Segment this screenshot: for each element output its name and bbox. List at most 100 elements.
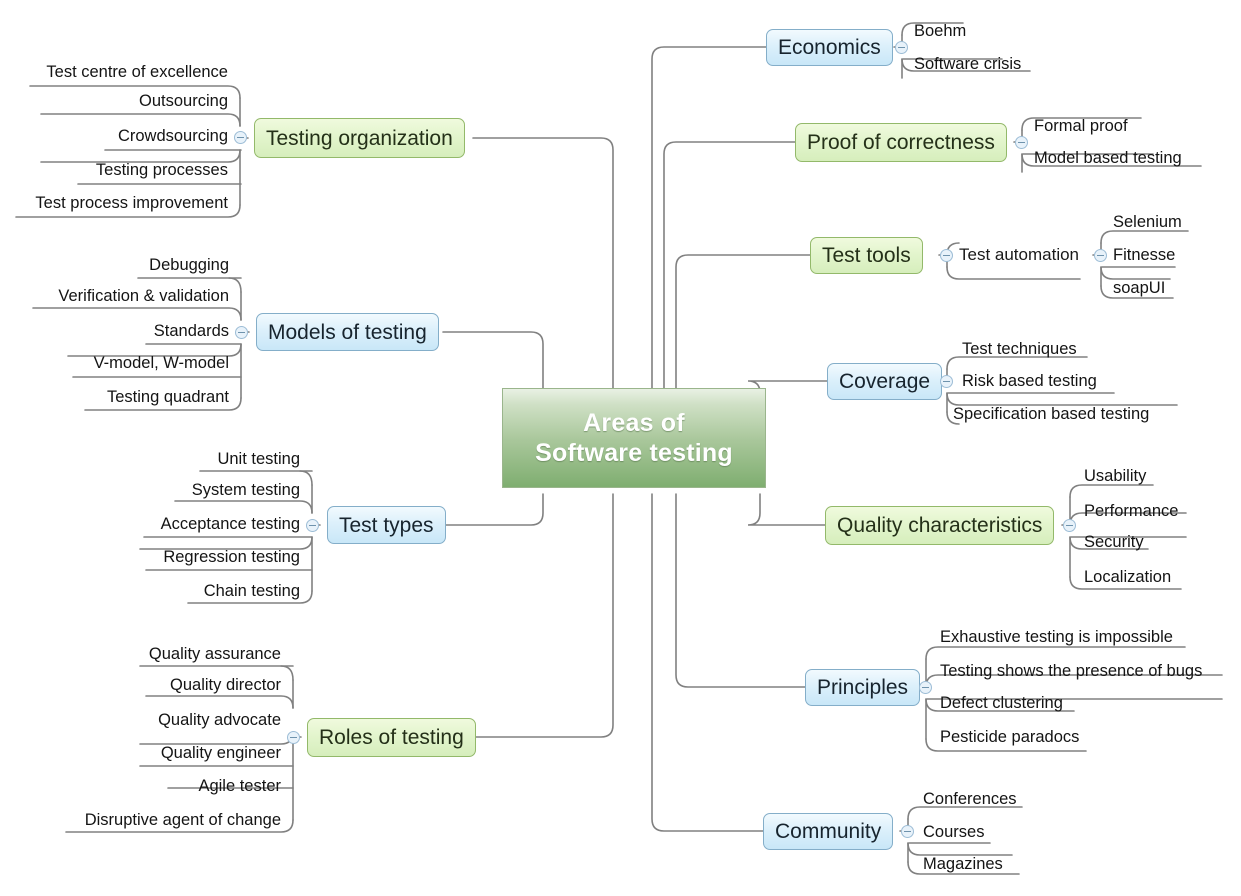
leaf-node[interactable]: Conferences: [923, 791, 1017, 808]
branch-coverage[interactable]: Coverage: [827, 363, 943, 400]
leaf-node[interactable]: Disruptive agent of change: [66, 812, 281, 829]
leaf-label: Regression testing: [163, 548, 300, 566]
leaf-node[interactable]: Model based testing: [1034, 150, 1182, 167]
leaf-node[interactable]: Formal proof: [1034, 118, 1128, 135]
branch-principles[interactable]: Principles: [805, 669, 921, 706]
branch-label: Roles of testing: [319, 726, 464, 749]
leaf-node[interactable]: Quality engineer: [140, 745, 281, 762]
toggle-test-automation[interactable]: [1094, 249, 1107, 262]
leaf-node[interactable]: Outsourcing: [41, 93, 228, 110]
leaf-label: Chain testing: [203, 582, 300, 600]
leaf-node[interactable]: Crowdsourcing: [41, 128, 228, 145]
branch-label: Principles: [817, 676, 909, 699]
leaf-label: Testing processes: [95, 161, 228, 179]
toggle-proof-of-correctness[interactable]: [1015, 136, 1028, 149]
leaf-node[interactable]: Magazines: [923, 856, 1003, 873]
leaf-label: Debugging: [149, 256, 229, 274]
leaf-label: Selenium: [1113, 213, 1182, 231]
leaf-label: System testing: [191, 481, 300, 499]
leaf-node[interactable]: Courses: [923, 824, 984, 841]
branch-testing-organization[interactable]: Testing organization: [254, 118, 465, 158]
branch-proof-of-correctness[interactable]: Proof of correctness: [795, 123, 1007, 162]
branch-models-of-testing[interactable]: Models of testing: [256, 313, 439, 351]
leaf-node[interactable]: Specification based testing: [953, 406, 1149, 423]
leaf-node[interactable]: Pesticide paradocs: [940, 729, 1079, 746]
leaf-node[interactable]: Defect clustering: [940, 695, 1063, 712]
subnode-test-automation[interactable]: Test automation: [959, 246, 1079, 263]
leaf-node[interactable]: Regression testing: [140, 549, 300, 566]
leaf-label: Risk based testing: [962, 372, 1097, 390]
leaf-node[interactable]: Boehm: [914, 23, 966, 40]
branch-test-types[interactable]: Test types: [327, 506, 446, 544]
leaf-label: Unit testing: [217, 450, 300, 468]
leaf-node[interactable]: Quality director: [146, 677, 281, 694]
branch-community[interactable]: Community: [763, 813, 894, 850]
leaf-label: Localization: [1084, 568, 1172, 586]
leaf-node[interactable]: Test process improvement: [16, 195, 228, 212]
leaf-node[interactable]: Testing processes: [41, 162, 228, 179]
toggle-testing-organization[interactable]: [234, 131, 247, 144]
leaf-node[interactable]: Agile tester: [168, 778, 281, 795]
leaf-node[interactable]: Test centre of excellence: [30, 64, 228, 81]
root-node[interactable]: Areas of Software testing: [502, 388, 766, 488]
leaf-node[interactable]: Performance: [1084, 503, 1178, 520]
leaf-node[interactable]: soapUI: [1113, 280, 1165, 297]
leaf-node[interactable]: Acceptance testing: [140, 516, 300, 533]
leaf-label: Outsourcing: [139, 92, 228, 110]
branch-economics[interactable]: Economics: [766, 29, 893, 66]
leaf-label: Quality advocate: [158, 711, 281, 729]
leaf-label: Courses: [923, 823, 985, 841]
leaf-label: Defect clustering: [940, 694, 1063, 712]
leaf-node[interactable]: Testing quadrant: [85, 389, 229, 406]
leaf-node[interactable]: Chain testing: [188, 583, 300, 600]
branch-quality-characteristics[interactable]: Quality characteristics: [825, 506, 1055, 545]
leaf-label: Usability: [1084, 467, 1147, 485]
toggle-test-types[interactable]: [306, 519, 319, 532]
leaf-node[interactable]: Standards: [68, 323, 229, 340]
branch-label: Testing organization: [266, 126, 453, 150]
leaf-node[interactable]: V-model, W-model: [68, 355, 229, 372]
leaf-label: Specification based testing: [953, 405, 1150, 423]
leaf-node[interactable]: Quality advocate: [140, 712, 281, 729]
branch-label: Proof of correctness: [807, 131, 995, 154]
toggle-quality-characteristics[interactable]: [1063, 519, 1076, 532]
root-title-line1: Areas of: [583, 408, 685, 437]
branch-roles-of-testing[interactable]: Roles of testing: [307, 718, 476, 757]
leaf-node[interactable]: Debugging: [110, 257, 229, 274]
leaf-label: Test techniques: [962, 340, 1077, 358]
leaf-label: Security: [1084, 533, 1144, 551]
leaf-node[interactable]: Risk based testing: [962, 373, 1097, 390]
leaf-node[interactable]: Selenium: [1113, 214, 1182, 231]
leaf-node[interactable]: Fitnesse: [1113, 247, 1175, 264]
leaf-node[interactable]: Unit testing: [175, 451, 300, 468]
leaf-node[interactable]: Quality assurance: [140, 646, 281, 663]
toggle-economics[interactable]: [895, 41, 908, 54]
toggle-principles[interactable]: [919, 681, 932, 694]
leaf-node[interactable]: Testing shows the presence of bugs: [940, 663, 1202, 680]
root-title-line2: Software testing: [535, 439, 733, 467]
toggle-coverage[interactable]: [940, 375, 953, 388]
leaf-label: Testing shows the presence of bugs: [940, 662, 1203, 680]
leaf-label: Conferences: [923, 790, 1017, 808]
leaf-label: Pesticide paradocs: [940, 728, 1080, 746]
leaf-node[interactable]: Verification & validation: [33, 288, 229, 305]
leaf-label: Fitnesse: [1113, 246, 1176, 264]
leaf-node[interactable]: Usability: [1084, 468, 1146, 485]
leaf-node[interactable]: Software crisis: [914, 56, 1021, 73]
leaf-node[interactable]: System testing: [140, 482, 300, 499]
toggle-community[interactable]: [901, 825, 914, 838]
leaf-node[interactable]: Localization: [1084, 569, 1171, 586]
toggle-models-of-testing[interactable]: [235, 326, 248, 339]
toggle-roles-of-testing[interactable]: [287, 731, 300, 744]
leaf-label: Acceptance testing: [160, 515, 300, 533]
leaf-label: Agile tester: [198, 777, 281, 795]
leaf-label: Boehm: [914, 22, 967, 40]
leaf-label: Test centre of excellence: [46, 63, 228, 81]
toggle-test-tools[interactable]: [940, 249, 953, 262]
leaf-node[interactable]: Exhaustive testing is impossible: [940, 629, 1173, 646]
leaf-node[interactable]: Security: [1084, 534, 1144, 551]
leaf-label: soapUI: [1113, 279, 1166, 297]
leaf-node[interactable]: Test techniques: [962, 341, 1077, 358]
branch-test-tools[interactable]: Test tools: [810, 237, 923, 274]
